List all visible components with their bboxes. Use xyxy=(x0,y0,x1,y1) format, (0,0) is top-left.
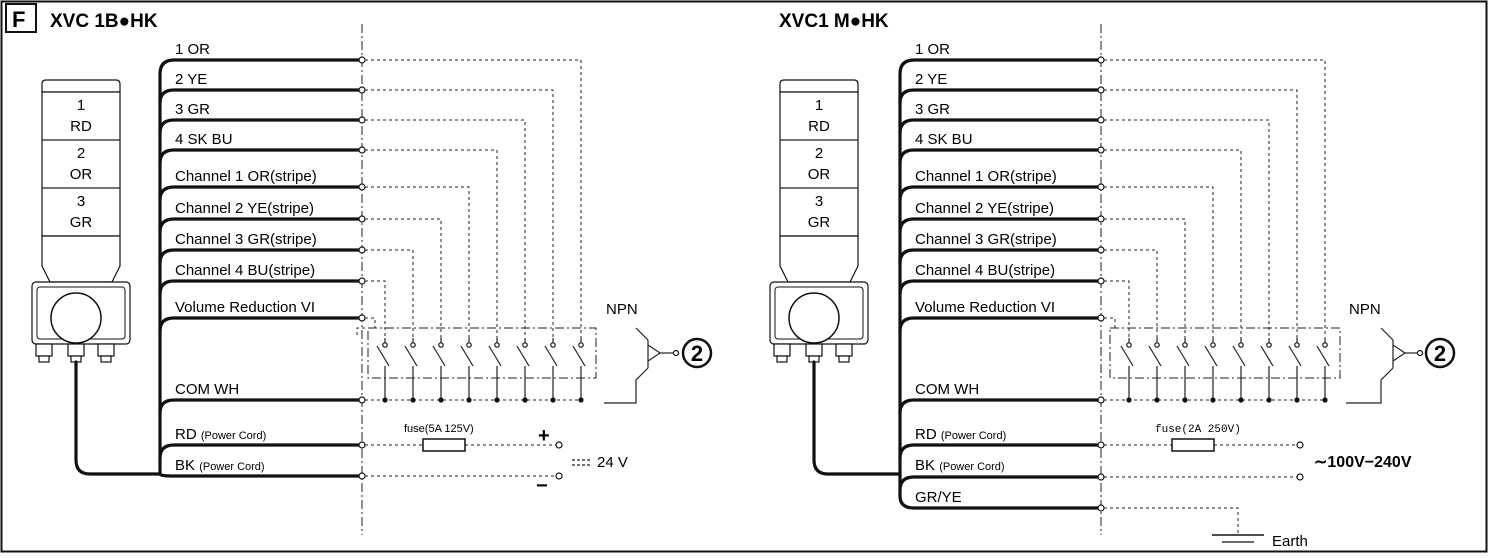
left-wire-label-8: Channel 4 BU(stripe) xyxy=(175,262,315,279)
right-signal-tower: 1 RD 2 OR 3 GR xyxy=(769,79,902,476)
left-panel: XVC 1B●HK 1 RD 2 OR 3 GR xyxy=(31,11,713,535)
left-stack-label-4: OR xyxy=(70,166,93,183)
right-supply-voltage: ∼100V−240V xyxy=(1314,454,1412,471)
left-npn-label: NPN xyxy=(606,301,638,318)
left-signal-routing xyxy=(356,59,597,401)
right-wire-label-5: Channel 1 OR(stripe) xyxy=(915,168,1057,185)
left-wire-label-6: Channel 2 YE(stripe) xyxy=(175,200,314,217)
left-cable-bundle xyxy=(158,58,362,478)
left-fuse xyxy=(422,438,466,452)
left-stack-label-5: 3 xyxy=(77,193,85,210)
right-wire-label-10: COM WH xyxy=(915,381,979,398)
right-switch-array xyxy=(1120,338,1330,403)
left-minus-sign: − xyxy=(536,475,548,497)
right-circle-marker xyxy=(1424,337,1456,369)
right-power-rd: RD (Power Cord) xyxy=(915,426,1006,443)
left-supply-voltage: 24 V xyxy=(597,454,628,471)
right-terminals xyxy=(1097,56,1105,512)
left-fuse-label: fuse(5A 125V) xyxy=(404,423,474,435)
left-power-circuit xyxy=(365,438,592,480)
left-plus-sign: + xyxy=(538,425,550,447)
right-fuse xyxy=(1171,438,1215,452)
left-circle-marker xyxy=(681,337,713,369)
right-stack-label-1: 1 xyxy=(815,97,823,114)
left-model-title: XVC 1B●HK xyxy=(50,11,158,32)
right-power-circuit xyxy=(1104,438,1304,543)
left-stack-label-6: GR xyxy=(70,214,93,231)
left-signal-tower: 1 RD 2 OR 3 GR xyxy=(31,79,162,476)
right-power-bk: BK (Power Cord) xyxy=(915,457,1005,474)
right-wire-label-1: 1 OR xyxy=(915,41,950,58)
left-wire-label-5: Channel 1 OR(stripe) xyxy=(175,168,317,185)
left-wire-label-10: COM WH xyxy=(175,381,239,398)
frame-letter: F xyxy=(12,7,25,32)
left-stack-label-3: 2 xyxy=(77,145,85,162)
right-stack-label-6: GR xyxy=(808,214,831,231)
frame-letter-box xyxy=(5,3,37,33)
left-wire-label-7: Channel 3 GR(stripe) xyxy=(175,231,317,248)
right-ground-wire-label: GR/YE xyxy=(915,489,962,506)
right-stack-label-4: OR xyxy=(808,166,831,183)
right-wire-label-4: 4 SK BU xyxy=(915,131,973,148)
right-wire-label-6: Channel 2 YE(stripe) xyxy=(915,200,1054,217)
right-wire-label-7: Channel 3 GR(stripe) xyxy=(915,231,1057,248)
left-stack-label-1: 1 xyxy=(77,97,85,114)
left-npn-transistor xyxy=(604,327,680,404)
right-wire-label-9: Volume Reduction VI xyxy=(915,299,1055,316)
right-npn-label: NPN xyxy=(1349,301,1381,318)
right-earth-label: Earth xyxy=(1272,533,1308,550)
right-wire-label-8: Channel 4 BU(stripe) xyxy=(915,262,1055,279)
right-circle-number: 2 xyxy=(1434,341,1446,366)
right-panel: XVC1 M●HK 1 RD 2 OR 3 GR xyxy=(769,11,1456,550)
left-switch-array xyxy=(376,338,586,403)
right-wire-label-2: 2 YE xyxy=(915,71,947,88)
left-wire-label-2: 2 YE xyxy=(175,71,207,88)
right-model-title: XVC1 M●HK xyxy=(779,11,889,32)
right-npn-transistor xyxy=(1346,327,1424,404)
left-wire-label-1: 1 OR xyxy=(175,41,210,58)
left-stack-label-2: RD xyxy=(70,118,92,135)
left-wire-label-4: 4 SK BU xyxy=(175,131,233,148)
right-stack-label-2: RD xyxy=(808,118,830,135)
right-stack-label-5: 3 xyxy=(815,193,823,210)
left-power-rd: RD (Power Cord) xyxy=(175,426,266,443)
right-fuse-label: fuse(2A 250V) xyxy=(1155,424,1241,436)
left-circle-number: 2 xyxy=(691,341,703,366)
left-power-bk: BK (Power Cord) xyxy=(175,457,265,474)
right-cable-bundle xyxy=(898,58,1102,510)
left-wire-label-3: 3 GR xyxy=(175,101,210,118)
right-stack-label-3: 2 xyxy=(815,145,823,162)
right-signal-routing xyxy=(1104,59,1341,401)
right-wire-label-3: 3 GR xyxy=(915,101,950,118)
left-wire-label-9: Volume Reduction VI xyxy=(175,299,315,316)
